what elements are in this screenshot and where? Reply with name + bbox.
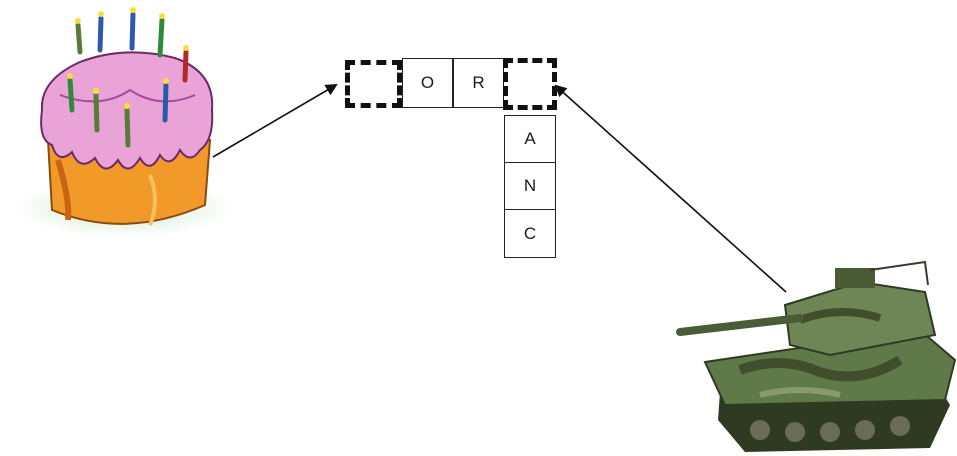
cake-arrow <box>212 83 338 158</box>
letter-n: N <box>523 176 537 195</box>
letter-o: O <box>420 73 435 92</box>
letter-a: A <box>524 129 536 148</box>
letter-box-c: C <box>504 209 556 258</box>
letter-box-o: O <box>402 58 453 108</box>
birthday-cake-image <box>15 7 235 238</box>
blank-box-left[interactable] <box>345 60 402 108</box>
army-tank-image <box>676 260 957 452</box>
letter-r: R <box>472 73 485 92</box>
letter-box-r: R <box>453 58 504 108</box>
blank-box-right[interactable] <box>503 58 557 110</box>
letter-box-n: N <box>504 162 556 210</box>
letter-c: C <box>523 223 537 243</box>
letter-box-a: A <box>504 115 556 163</box>
tank-arrow <box>554 84 787 293</box>
